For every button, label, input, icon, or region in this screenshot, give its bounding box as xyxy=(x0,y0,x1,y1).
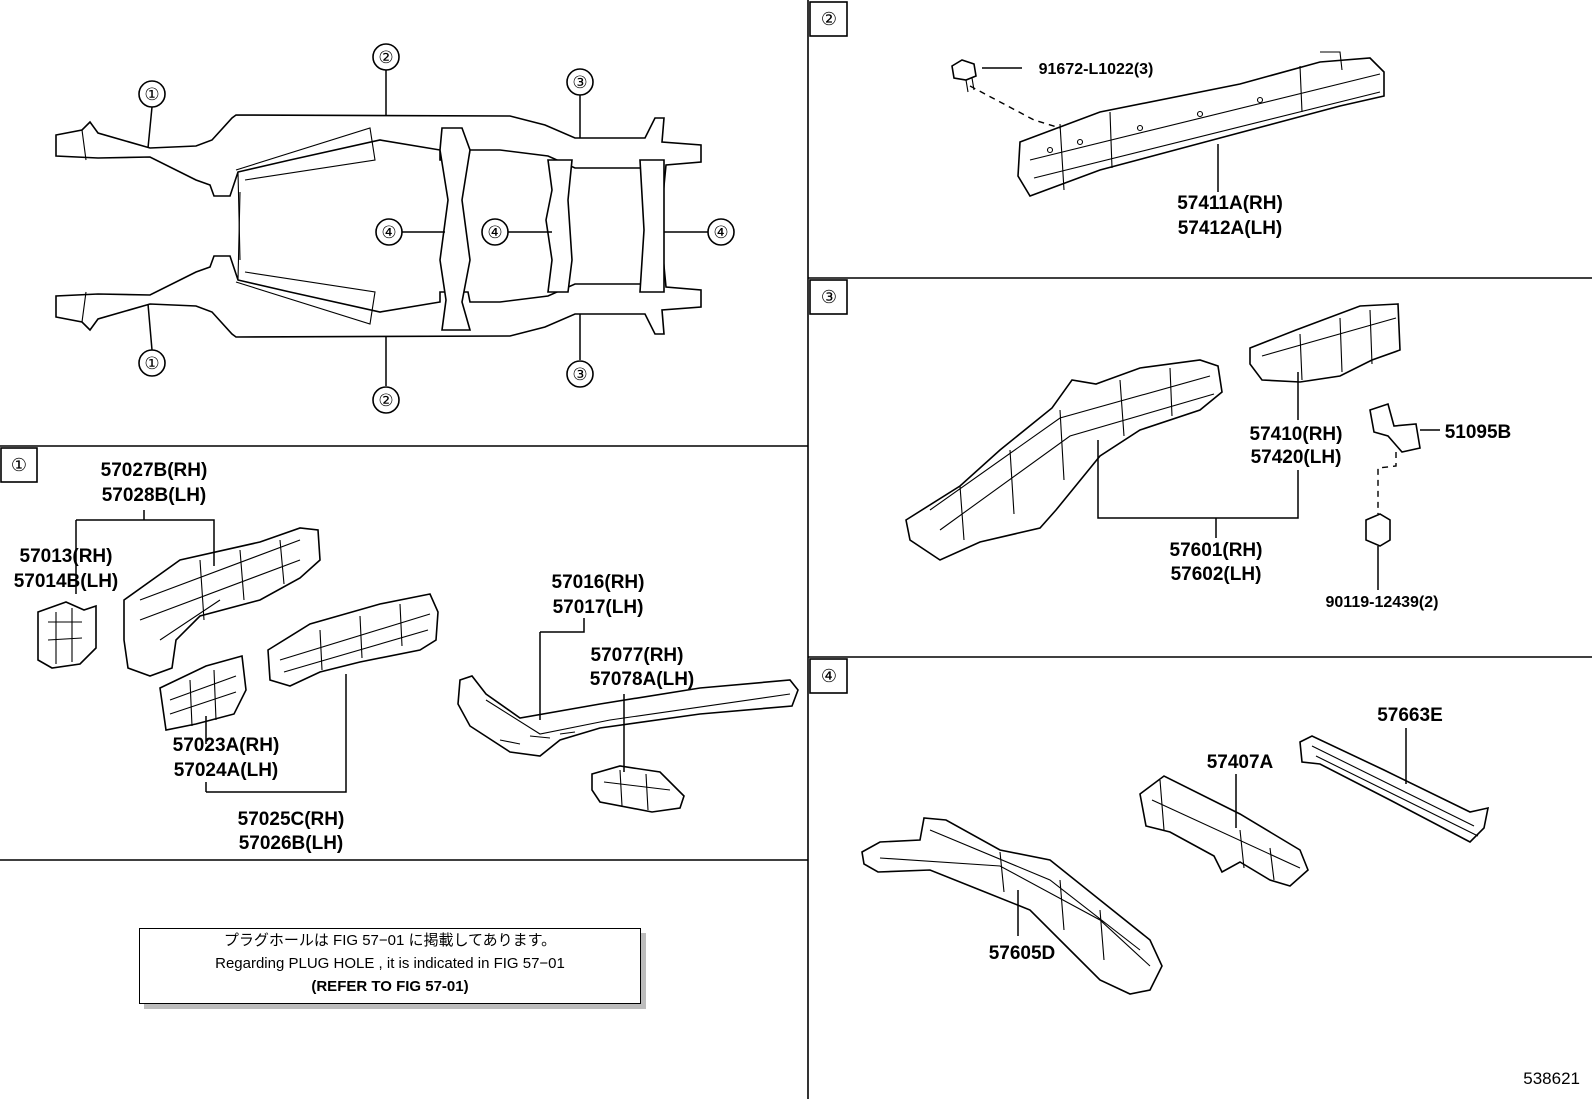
section-1-marker: ① xyxy=(11,455,27,475)
label-57411: 57411A(RH) xyxy=(1177,193,1283,214)
part-57605-member xyxy=(861,817,1163,995)
diagram-id: 538621 xyxy=(1523,1069,1580,1088)
part-57013-bracket xyxy=(37,601,97,669)
label-57601: 57601(RH) xyxy=(1170,540,1263,561)
label-57605: 57605D xyxy=(989,943,1056,964)
part-57077-bracket xyxy=(591,765,685,813)
label-57663: 57663E xyxy=(1377,705,1443,726)
label-57077: 57077(RH) xyxy=(591,645,684,666)
callout-1-lower: ① xyxy=(144,354,159,373)
label-57028: 57028B(LH) xyxy=(102,485,207,506)
bolt-90119 xyxy=(1365,513,1391,547)
callout-2-lower: ② xyxy=(378,391,393,410)
label-57016: 57016(RH) xyxy=(552,572,645,593)
label-57027: 57027B(RH) xyxy=(101,460,208,481)
label-90119: 90119-12439(2) xyxy=(1326,594,1439,611)
section-3-marker: ③ xyxy=(821,287,837,307)
part-57027-apron xyxy=(123,527,321,677)
section-3-marker-box xyxy=(809,279,848,315)
bolt-91672 xyxy=(951,59,977,81)
part-51095-bracket xyxy=(1369,402,1421,453)
section-4-marker-box xyxy=(809,658,848,694)
part-57025-member xyxy=(267,593,439,687)
label-57013: 57013(RH) xyxy=(20,546,113,567)
label-57410: 57410(RH) xyxy=(1250,424,1343,445)
label-57025: 57025C(RH) xyxy=(238,809,345,830)
label-57602: 57602(LH) xyxy=(1171,564,1262,585)
part-57016-rail xyxy=(457,675,799,757)
part-57410-member xyxy=(1249,303,1401,383)
overview-leaders xyxy=(147,70,708,386)
plug-hole-note: プラグホールは FIG 57−01 に掲載してあります。 Regarding P… xyxy=(139,928,641,1004)
section-2-marker-box xyxy=(809,1,848,37)
part-57023-panel xyxy=(159,654,247,731)
callout-3-lower: ③ xyxy=(572,365,587,384)
note-line-japanese: プラグホールは FIG 57−01 に掲載してあります。 xyxy=(223,932,557,949)
callout-4-left: ④ xyxy=(381,223,396,242)
overview-callouts: ① ① ② ② ③ ③ ④ ④ ④ xyxy=(138,43,735,414)
part-57663-crossmember xyxy=(1299,735,1490,843)
label-57026: 57026B(LH) xyxy=(239,833,344,854)
note-line-refer: (REFER TO FIG 57-01) xyxy=(311,978,469,995)
callout-1-upper: ① xyxy=(144,85,159,104)
section-1: ① 57027B(RH) 57028B(LH) 57013(RH) 57014B… xyxy=(0,447,799,854)
part-57601-member xyxy=(905,359,1223,561)
label-57412: 57412A(LH) xyxy=(1178,218,1283,239)
section-4-marker: ④ xyxy=(821,666,837,686)
label-57420: 57420(LH) xyxy=(1251,447,1342,468)
label-57078: 57078A(LH) xyxy=(590,669,695,690)
label-51095: 51095B xyxy=(1445,422,1512,443)
callout-4-center: ④ xyxy=(487,223,502,242)
section-2-marker: ② xyxy=(821,9,837,29)
label-57407: 57407A xyxy=(1207,752,1274,773)
section-3: ③ 57410(RH) 57420(LH) 51095B 57601(RH) 5… xyxy=(809,279,1512,611)
note-line-english: Regarding PLUG HOLE , it is indicated in… xyxy=(215,955,565,972)
callout-3-upper: ③ xyxy=(572,73,587,92)
callout-2-upper: ② xyxy=(378,48,393,67)
label-57017: 57017(LH) xyxy=(553,597,644,618)
section-1-marker-box xyxy=(0,447,38,483)
label-57014: 57014B(LH) xyxy=(14,571,119,592)
part-57407-crossmember xyxy=(1139,775,1309,887)
callout-4-right: ④ xyxy=(713,223,728,242)
part-57411-rail xyxy=(1017,57,1385,197)
frame-overview xyxy=(55,114,702,338)
section-4: ④ 57663E 57407A 57605D xyxy=(809,658,1490,995)
section-2: ② 91672-L1022(3) 57411A(RH) 57412A(LH) xyxy=(809,1,1385,239)
label-91672: 91672-L1022(3) xyxy=(1039,61,1154,78)
label-57024: 57024A(LH) xyxy=(174,760,279,781)
label-57023: 57023A(RH) xyxy=(173,735,280,756)
